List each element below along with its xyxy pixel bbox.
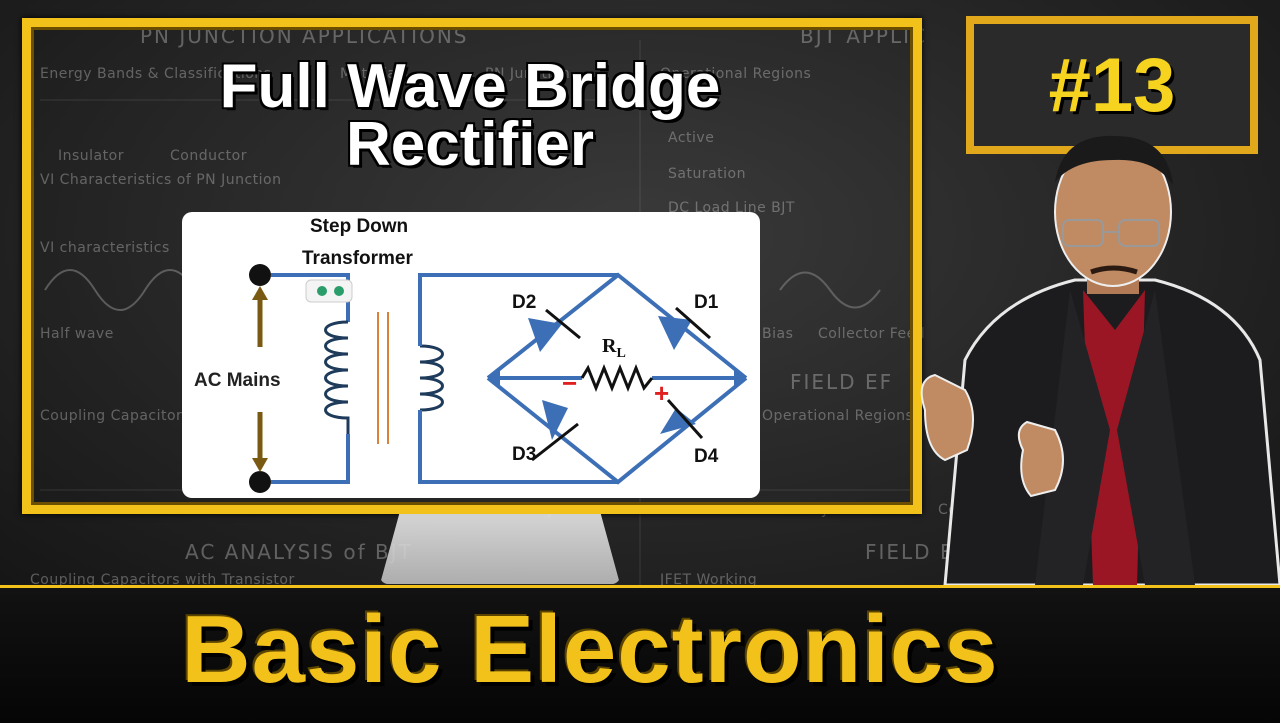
chalk-text: VI characteristics [40, 240, 170, 256]
primary-wire-bottom [271, 434, 350, 484]
course-title: Basic Electronics [181, 596, 999, 703]
secondary-coil [419, 344, 444, 412]
episode-number: #13 [1048, 42, 1176, 128]
chalk-text: Coupling Capacitors with Transistor [30, 572, 295, 588]
ac-mains-label: AC Mains [194, 370, 281, 391]
diode-d2 [528, 308, 581, 352]
chalk-text: Conductor [170, 148, 247, 164]
chalk-text: Saturation [668, 166, 746, 182]
secondary-wire-bottom [418, 410, 618, 484]
diode-d1 [658, 306, 711, 350]
chalk-text: Materials [340, 66, 409, 82]
video-title: Full Wave Bridge Rectifier [40, 52, 900, 179]
transformer-label-1: Step Down [310, 216, 408, 237]
chalk-text: PN JUNCTION APPLICATIONS [140, 24, 469, 48]
bridge-left-bottom [486, 376, 748, 485]
arrow-up-head [252, 286, 268, 300]
chalk-text: Insulator [58, 148, 124, 164]
chalk-text: BJT APPLIC [800, 24, 928, 48]
chalk-text: Operational Regions [660, 66, 812, 82]
presenter-photo [920, 135, 1280, 585]
monitor-stand [380, 514, 620, 584]
primary-coil [324, 320, 350, 434]
bottom-banner [0, 585, 1280, 723]
diode-d3 [531, 400, 579, 462]
d2-label: D2 [512, 292, 536, 313]
diode-d4 [660, 398, 704, 440]
secondary-wire-top [418, 273, 618, 346]
title-line-2: Rectifier [345, 110, 595, 179]
tools-icon [305, 279, 353, 303]
chalk-text: VI Characteristics of PN Junction [40, 172, 282, 188]
d1-label: D1 [694, 292, 719, 313]
bridge-left-top [486, 272, 748, 380]
chalk-text: Energy Bands & Classifications [40, 66, 272, 82]
ac-terminal-top [249, 264, 271, 286]
ac-terminal-bottom [249, 471, 271, 493]
chalk-text: Active [668, 130, 715, 146]
chalk-text: Half wave [40, 326, 114, 342]
chalk-text: PN Junction [485, 66, 571, 82]
d4-label: D4 [694, 446, 719, 467]
chalk-text: JFET Working [660, 572, 758, 588]
board-frame [22, 18, 922, 514]
bridge-rectifier-diagram: AC Mains RL − + D2 D1 D3 D4 Step Down [194, 216, 748, 493]
transformer-label-2: Transformer [302, 248, 413, 269]
minus-sign: − [562, 368, 577, 398]
chalk-text: Operational Regions [762, 408, 914, 424]
output-arrow-right [734, 370, 746, 386]
arrow-down-head [252, 458, 268, 472]
output-arrow-left [488, 370, 500, 386]
d3-label: D3 [512, 444, 536, 465]
title-line-1: Full Wave Bridge [219, 52, 721, 121]
chalk-text: Coupling Capacitor [40, 408, 183, 424]
circuit-diagram-panel: AC Mains RL − + D2 D1 D3 D4 Step Down [182, 212, 760, 498]
chalk-text: Collector Feed [818, 326, 926, 342]
chalk-text: FIELD EF [790, 370, 894, 394]
primary-wire [271, 273, 350, 322]
load-resistor [580, 363, 654, 393]
plus-sign: + [654, 378, 669, 408]
load-label: RL [602, 335, 626, 361]
chalk-text: Bias [762, 326, 794, 342]
chalk-text: AC ANALYSIS of BJT [185, 540, 413, 564]
